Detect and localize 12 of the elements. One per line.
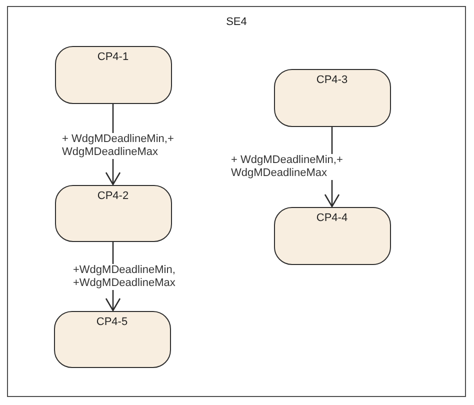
state-label: CP4-3 [316,74,348,86]
state-label: CP4-5 [96,316,128,328]
state-label: CP4-2 [97,190,129,202]
state-box [274,206,390,264]
frame-box [7,6,466,397]
frame-title: SE4 [226,16,247,29]
state-box [54,310,170,368]
state-box [274,68,390,126]
state-box [54,184,172,242]
state-label: CP4-1 [97,50,129,64]
state-box [54,46,172,104]
state-label: CP4-4 [316,212,348,224]
